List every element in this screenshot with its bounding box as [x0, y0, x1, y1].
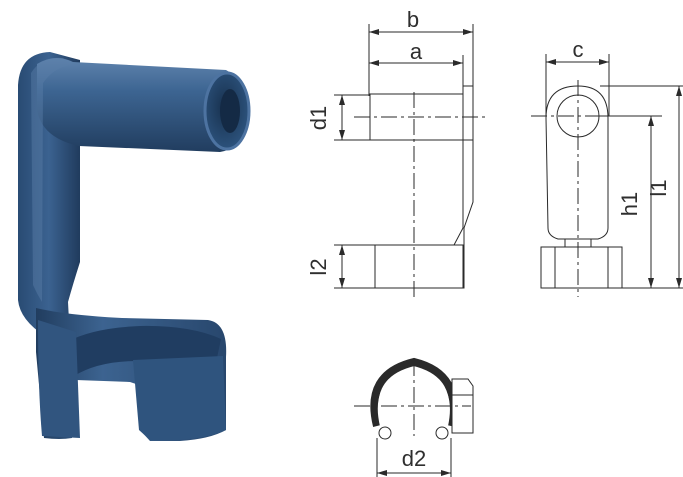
dimension-h1-arrow-bottom [648, 278, 654, 288]
dimension-label-d2: d2 [402, 446, 426, 471]
product-photo-highlight [31, 57, 72, 302]
dimension-b-arrow-left [369, 29, 379, 35]
product-photo [18, 52, 251, 441]
product-clip-front-left [38, 320, 80, 438]
dimension-label-l2: l2 [306, 258, 331, 275]
side-view-upper-flange [462, 85, 474, 141]
dimension-d2-arrow-right [441, 470, 451, 476]
dimension-label-d1: d1 [306, 106, 331, 130]
dimension-c-arrow-right [599, 59, 609, 65]
dimension-d1-arrow-bottom [339, 130, 345, 140]
dimension-label-b: b [407, 7, 419, 32]
bottom-view-right-end [435, 426, 449, 440]
dimension-label-a: a [410, 39, 423, 64]
dimension-l1-arrow-bottom [676, 278, 682, 288]
dimension-label-l1: l1 [646, 179, 671, 196]
front-view-base [540, 246, 623, 289]
product-pin [37, 57, 246, 153]
dimension-d1-arrow-top [339, 95, 345, 105]
dimension-h1-arrow-top [648, 116, 654, 126]
dimension-l2-arrow-top [339, 245, 345, 255]
dimension-label-h1: h1 [617, 192, 642, 216]
dimension-d2-arrow-left [377, 470, 387, 476]
dimension-a-arrow-right [453, 60, 463, 66]
side-view-lower-body [374, 244, 464, 289]
dimension-c-arrow-left [546, 59, 556, 65]
bottom-view-left-end [378, 426, 392, 440]
dimension-label-c: c [573, 37, 584, 62]
dimension-l1-arrow-top [676, 86, 682, 96]
product-clip-front-right [133, 356, 226, 440]
product-pin-end-hole [220, 89, 240, 133]
technical-drawing [334, 24, 683, 477]
dimension-b-arrow-right [463, 29, 473, 35]
dimension-l2-arrow-bottom [339, 278, 345, 288]
dimension-a-arrow-left [369, 60, 379, 66]
